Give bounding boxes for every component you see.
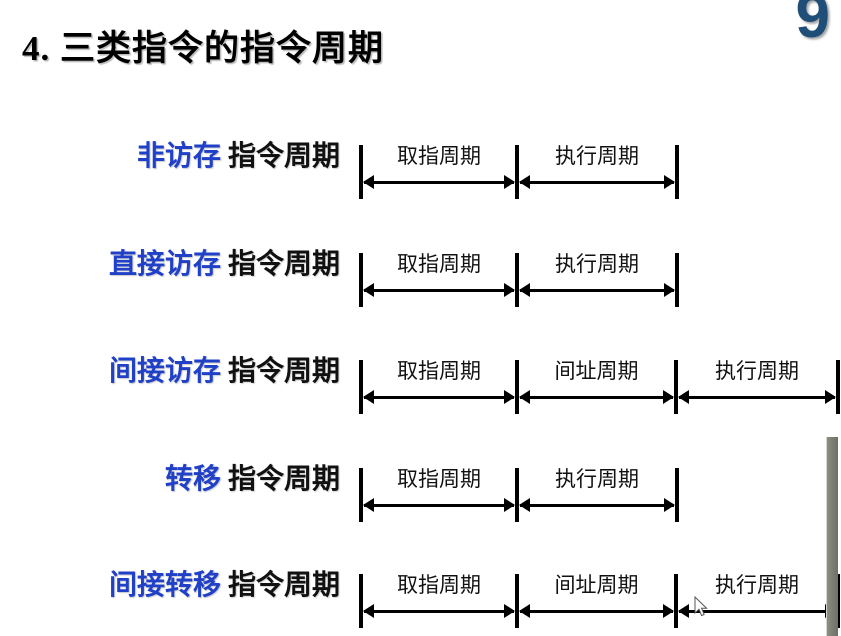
- cycle-kind-label: 间接转移: [108, 570, 221, 601]
- timeline-arrow: [520, 610, 673, 613]
- cycle-timeline: 取指周期 执行周期: [0, 245, 841, 315]
- cycle-timeline: 取指周期 执行周期: [0, 137, 841, 207]
- timeline-tick: [674, 574, 678, 628]
- timeline-tick: [359, 360, 363, 414]
- arrow-head-left-icon: [363, 498, 374, 512]
- arrow-head-right-icon: [663, 604, 674, 618]
- timeline-segment-label: 执行周期: [555, 252, 639, 276]
- timeline-arrow: [364, 610, 514, 613]
- timeline-tick: [675, 145, 679, 199]
- arrow-head-left-icon: [363, 283, 374, 297]
- cycle-row: 非访存 指令周期 取指周期 执行周期: [0, 137, 841, 207]
- timeline-arrow: [364, 181, 514, 184]
- page-title: 4. 三类指令的指令周期: [22, 29, 385, 68]
- cycle-row-label: 直接访存 指令周期: [0, 245, 340, 285]
- arrow-head-left-icon: [519, 390, 530, 404]
- timeline-tick: [359, 253, 363, 307]
- arrow-head-right-icon: [664, 498, 675, 512]
- arrow-head-left-icon: [678, 390, 689, 404]
- timeline-tick: [836, 574, 840, 628]
- cycle-row: 直接访存 指令周期 取指周期 执行周期: [0, 245, 841, 315]
- timeline-segment-label: 执行周期: [555, 144, 639, 168]
- timeline-segment-label: 取指周期: [397, 252, 481, 276]
- timeline-arrow: [520, 181, 674, 184]
- arrow-head-left-icon: [678, 604, 689, 618]
- timeline-segment-label: 执行周期: [715, 359, 799, 383]
- timeline-segment-label: 执行周期: [555, 467, 639, 491]
- timeline-arrow: [364, 289, 514, 292]
- timeline-tick: [515, 360, 519, 414]
- timeline-tick: [359, 574, 363, 628]
- cycle-timeline: 取指周期 执行周期: [0, 460, 841, 530]
- timeline-segment-label: 间址周期: [554, 359, 639, 383]
- arrow-head-left-icon: [519, 604, 530, 618]
- cycle-suffix-label: 指令周期: [220, 570, 340, 601]
- arrow-head-left-icon: [363, 390, 374, 404]
- timeline-arrow: [679, 396, 835, 399]
- arrow-head-left-icon: [363, 604, 374, 618]
- arrow-head-right-icon: [663, 390, 674, 404]
- timeline-tick: [836, 360, 840, 414]
- cycle-kind-label: 转移: [164, 464, 221, 495]
- cycle-suffix-label: 指令周期: [220, 464, 340, 495]
- cycle-row: 间接转移 指令周期 取指周期 间址周期 执行周期: [0, 566, 841, 636]
- arrow-head-left-icon: [519, 175, 530, 189]
- timeline-arrow: [679, 610, 835, 613]
- arrow-head-right-icon: [664, 283, 675, 297]
- timeline-arrow: [520, 396, 673, 399]
- arrow-head-right-icon: [504, 175, 515, 189]
- timeline-arrow: [364, 396, 514, 399]
- cycle-timeline: 取指周期 间址周期 执行周期: [0, 352, 841, 422]
- arrow-head-right-icon: [504, 283, 515, 297]
- timeline-segment-label: 取指周期: [397, 144, 481, 168]
- cycle-row-label: 间接转移 指令周期: [0, 566, 340, 606]
- arrow-head-right-icon: [825, 390, 836, 404]
- timeline-arrow: [364, 504, 514, 507]
- timeline-segment-label: 取指周期: [397, 359, 481, 383]
- cycle-row: 转移 指令周期 取指周期 执行周期: [0, 460, 841, 530]
- timeline-segment-label: 取指周期: [397, 467, 481, 491]
- cycle-kind-label: 非访存: [136, 141, 221, 172]
- timeline-segment-label: 取指周期: [397, 573, 481, 597]
- cycle-suffix-label: 指令周期: [220, 141, 340, 172]
- timeline-tick: [515, 145, 519, 199]
- arrow-head-left-icon: [363, 175, 374, 189]
- cycle-row: 间接访存 指令周期 取指周期 间址周期 执行周期: [0, 352, 841, 422]
- timeline-tick: [675, 468, 679, 522]
- timeline-arrow: [520, 289, 674, 292]
- cycle-row-label: 非访存 指令周期: [0, 137, 340, 177]
- arrow-head-left-icon: [519, 498, 530, 512]
- arrow-head-right-icon: [504, 390, 515, 404]
- arrow-head-right-icon: [504, 604, 515, 618]
- timeline-tick: [359, 145, 363, 199]
- arrow-head-left-icon: [519, 283, 530, 297]
- timeline-tick: [515, 253, 519, 307]
- timeline-segment-label: 执行周期: [715, 573, 799, 597]
- mouse-pointer-icon: [694, 596, 708, 617]
- timeline-tick: [674, 360, 678, 414]
- page-number: 9: [795, 0, 830, 51]
- cycle-row-label: 转移 指令周期: [0, 460, 340, 500]
- timeline-tick: [359, 468, 363, 522]
- cycle-timeline: 取指周期 间址周期 执行周期: [0, 566, 841, 636]
- cycle-kind-label: 直接访存: [108, 249, 221, 280]
- cycle-kind-label: 间接访存: [108, 356, 221, 387]
- arrow-head-right-icon: [504, 498, 515, 512]
- timeline-tick: [675, 253, 679, 307]
- timeline-tick: [515, 468, 519, 522]
- vertical-scrollbar[interactable]: [826, 437, 838, 636]
- timeline-segment-label: 间址周期: [554, 573, 639, 597]
- timeline-tick: [515, 574, 519, 628]
- cycle-suffix-label: 指令周期: [220, 356, 340, 387]
- timeline-arrow: [520, 504, 674, 507]
- cycle-suffix-label: 指令周期: [220, 249, 340, 280]
- arrow-head-right-icon: [664, 175, 675, 189]
- cycle-row-label: 间接访存 指令周期: [0, 352, 340, 392]
